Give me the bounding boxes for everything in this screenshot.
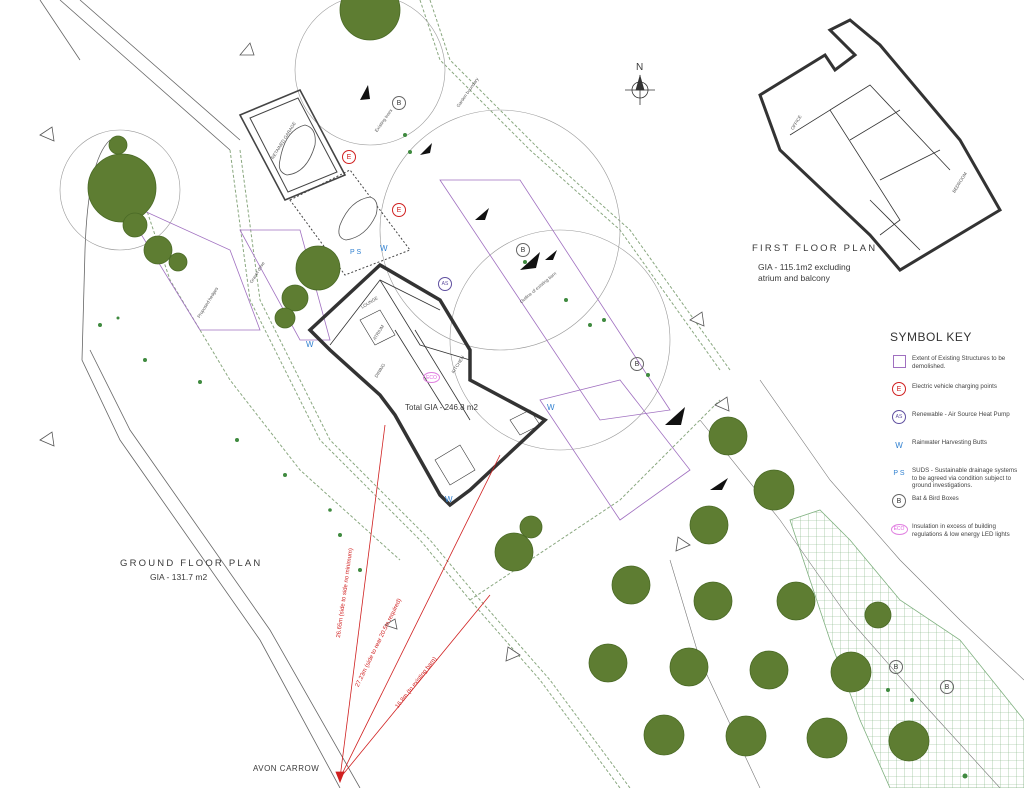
key-row-ev: E Electric vehicle charging points xyxy=(890,382,1024,410)
first-floor-plan xyxy=(758,18,1003,272)
tree-canopy xyxy=(864,601,892,629)
tree-canopy xyxy=(888,720,930,762)
tree-canopy xyxy=(806,717,848,759)
tree-canopy xyxy=(108,135,128,155)
tree-canopy xyxy=(143,235,173,265)
ev-symbol-icon: E xyxy=(890,382,908,396)
rainwater-symbol-icon: W xyxy=(895,440,903,450)
first-floor-gia-line2: atrium and balcony xyxy=(758,273,830,283)
tree-canopy xyxy=(611,565,651,605)
bat-box-symbol-4: B xyxy=(889,660,903,674)
bat-symbol-icon: B xyxy=(890,494,908,508)
tree-canopy xyxy=(749,650,789,690)
key-row-rainwater: W Rainwater Harvesting Butts xyxy=(890,438,1024,466)
section-markers xyxy=(39,42,730,662)
key-text-rainwater: Rainwater Harvesting Butts xyxy=(912,439,987,446)
tree-canopy xyxy=(295,245,341,291)
key-row-eco: ECO Insulation in excess of building reg… xyxy=(890,522,1024,550)
tree-canopy xyxy=(274,307,296,329)
tree-canopy xyxy=(494,532,534,572)
garage xyxy=(238,88,411,276)
key-text-ev: Electric vehicle charging points xyxy=(912,383,997,390)
bat-box-symbol-5: B xyxy=(940,680,954,694)
north-arrow-icon xyxy=(625,74,655,105)
tree-canopy xyxy=(776,581,816,621)
tree-canopy xyxy=(830,651,872,693)
ev-charging-symbol-2: E xyxy=(392,203,406,217)
ground-floor-house xyxy=(307,262,548,508)
total-gia: Total GIA - 246.8 m2 xyxy=(405,403,478,412)
first-floor-gia-line1: GIA - 115.1m2 excluding xyxy=(758,262,851,272)
road-lines xyxy=(39,0,361,788)
eco-symbol: ECO xyxy=(423,372,440,383)
demolish-symbol-icon xyxy=(890,354,908,368)
scattered-plants xyxy=(98,133,968,779)
bat-box-symbol-1: B xyxy=(392,96,406,110)
existing-tree-markers xyxy=(360,85,728,490)
ev-charging-symbol-1: E xyxy=(342,150,356,164)
key-text-eco: Insulation in excess of building regulat… xyxy=(912,523,1010,538)
avon-carrow-label: AVON CARROW xyxy=(253,764,320,773)
tree-canopy xyxy=(643,714,685,756)
bat-box-symbol-2: B xyxy=(516,243,530,257)
demolition-extents xyxy=(118,179,691,521)
rainwater-symbol-2: W xyxy=(306,340,314,349)
eco-symbol-icon: ECO xyxy=(890,522,908,536)
tree-canopy xyxy=(87,153,157,223)
first-floor-title: FIRST FLOOR PLAN xyxy=(752,243,878,254)
tree-canopy xyxy=(693,581,733,621)
symbol-key: SYMBOL KEY Extent of Existing Structures… xyxy=(890,330,1024,550)
key-row-demolish: Extent of Existing Structures to be demo… xyxy=(890,354,1024,382)
rainwater-symbol-4: W xyxy=(445,495,453,504)
key-row-ashp: AS Renewable - Air Source Heat Pump xyxy=(890,410,1024,438)
suds-symbol-icon: P S xyxy=(893,469,905,477)
symbol-key-title: SYMBOL KEY xyxy=(890,330,972,344)
rainwater-symbol-1: W xyxy=(380,244,388,253)
tree-canopy xyxy=(339,0,401,41)
north-label: N xyxy=(636,62,644,73)
tree-canopy xyxy=(281,284,309,312)
suds-symbol: P S xyxy=(350,249,362,256)
canopy-outlines xyxy=(59,0,671,451)
rainwater-symbol-3: W xyxy=(547,403,555,412)
tree-canopy xyxy=(725,715,767,757)
tree-canopy xyxy=(708,416,748,456)
key-text-ashp: Renewable - Air Source Heat Pump xyxy=(912,411,1010,418)
tree-canopy xyxy=(689,505,729,545)
ground-floor-gia: GIA - 131.7 m2 xyxy=(150,572,208,582)
tree-canopy xyxy=(122,212,148,238)
bat-box-symbol-3: B xyxy=(630,357,644,371)
car-icons xyxy=(278,124,378,241)
measurement-lines xyxy=(335,424,501,784)
key-text-demolish: Extent of Existing Structures to be demo… xyxy=(912,355,1006,370)
tree-canopy xyxy=(168,252,188,272)
air-source-symbol: AS xyxy=(438,277,452,291)
key-row-suds: P S SUDS - Sustainable drainage systems … xyxy=(890,466,1024,494)
tree-canopy xyxy=(669,647,709,687)
tree-canopy xyxy=(753,469,795,511)
key-text-suds: SUDS - Sustainable drainage systems to b… xyxy=(912,467,1018,489)
meadow-area xyxy=(789,509,1024,788)
key-text-bat: Bat & Bird Boxes xyxy=(912,495,959,502)
tree-canopy xyxy=(519,515,543,539)
tree-canopies xyxy=(87,0,930,762)
ground-floor-title: GROUND FLOOR PLAN xyxy=(120,558,263,569)
ashp-symbol-icon: AS xyxy=(890,410,908,424)
tree-canopy xyxy=(588,643,628,683)
key-row-bat: B Bat & Bird Boxes xyxy=(890,494,1024,522)
